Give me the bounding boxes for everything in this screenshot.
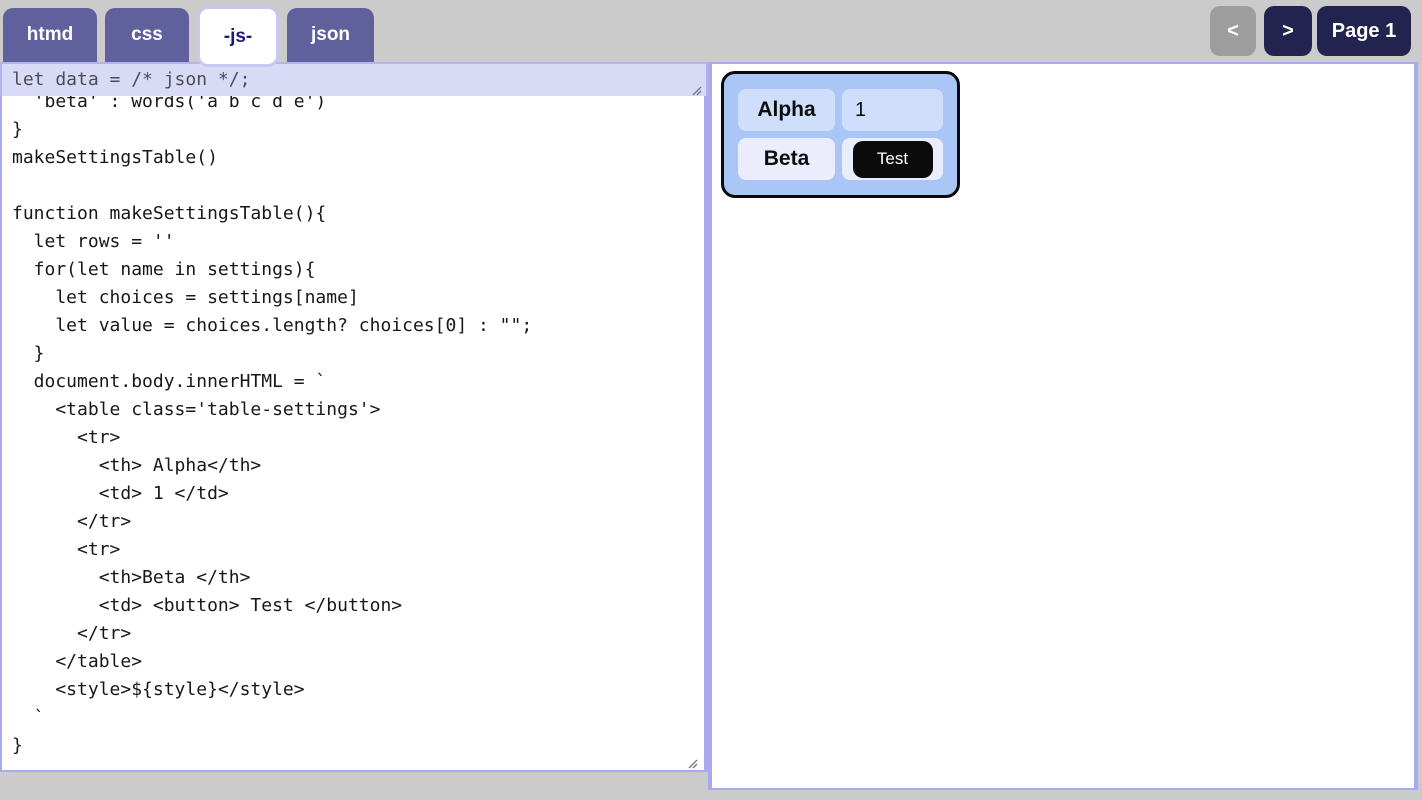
resize-handle-icon[interactable]	[691, 83, 702, 96]
data-line-textarea[interactable]: let data = /* json */;	[0, 62, 708, 96]
table-header-beta: Beta	[738, 138, 835, 180]
table-value-alpha: 1	[842, 89, 943, 131]
data-line-text: let data = /* json */;	[12, 69, 251, 90]
test-button[interactable]: Test	[852, 140, 933, 178]
next-page-button[interactable]: >	[1264, 6, 1312, 56]
js-code-textarea[interactable]: 'beta' : words('a b c d e') } makeSettin…	[0, 96, 708, 772]
preview-panel: Alpha 1 Beta Test	[708, 62, 1418, 790]
editor-tab-bar: htmd css -js- json	[3, 0, 374, 67]
settings-table-grid: Alpha 1 Beta Test	[738, 89, 943, 180]
table-cell-beta-action: Test	[842, 138, 943, 180]
page-indicator-button[interactable]: Page 1	[1317, 6, 1411, 56]
tab-js-label: -js-	[223, 25, 253, 47]
tab-css[interactable]: css	[105, 8, 189, 62]
tab-htmd-label: htmd	[26, 24, 74, 45]
settings-table: Alpha 1 Beta Test	[721, 71, 960, 198]
table-header-alpha: Alpha	[738, 89, 835, 131]
tab-css-label: css	[131, 24, 163, 45]
tab-json[interactable]: json	[287, 8, 374, 62]
tab-js-active[interactable]: -js-	[197, 6, 279, 67]
previous-page-button[interactable]: <	[1210, 6, 1256, 56]
tab-json-label: json	[310, 24, 351, 45]
resize-handle-icon[interactable]	[687, 756, 698, 769]
js-code-content: 'beta' : words('a b c d e') } makeSettin…	[12, 96, 533, 756]
tab-htmd[interactable]: htmd	[3, 8, 97, 62]
